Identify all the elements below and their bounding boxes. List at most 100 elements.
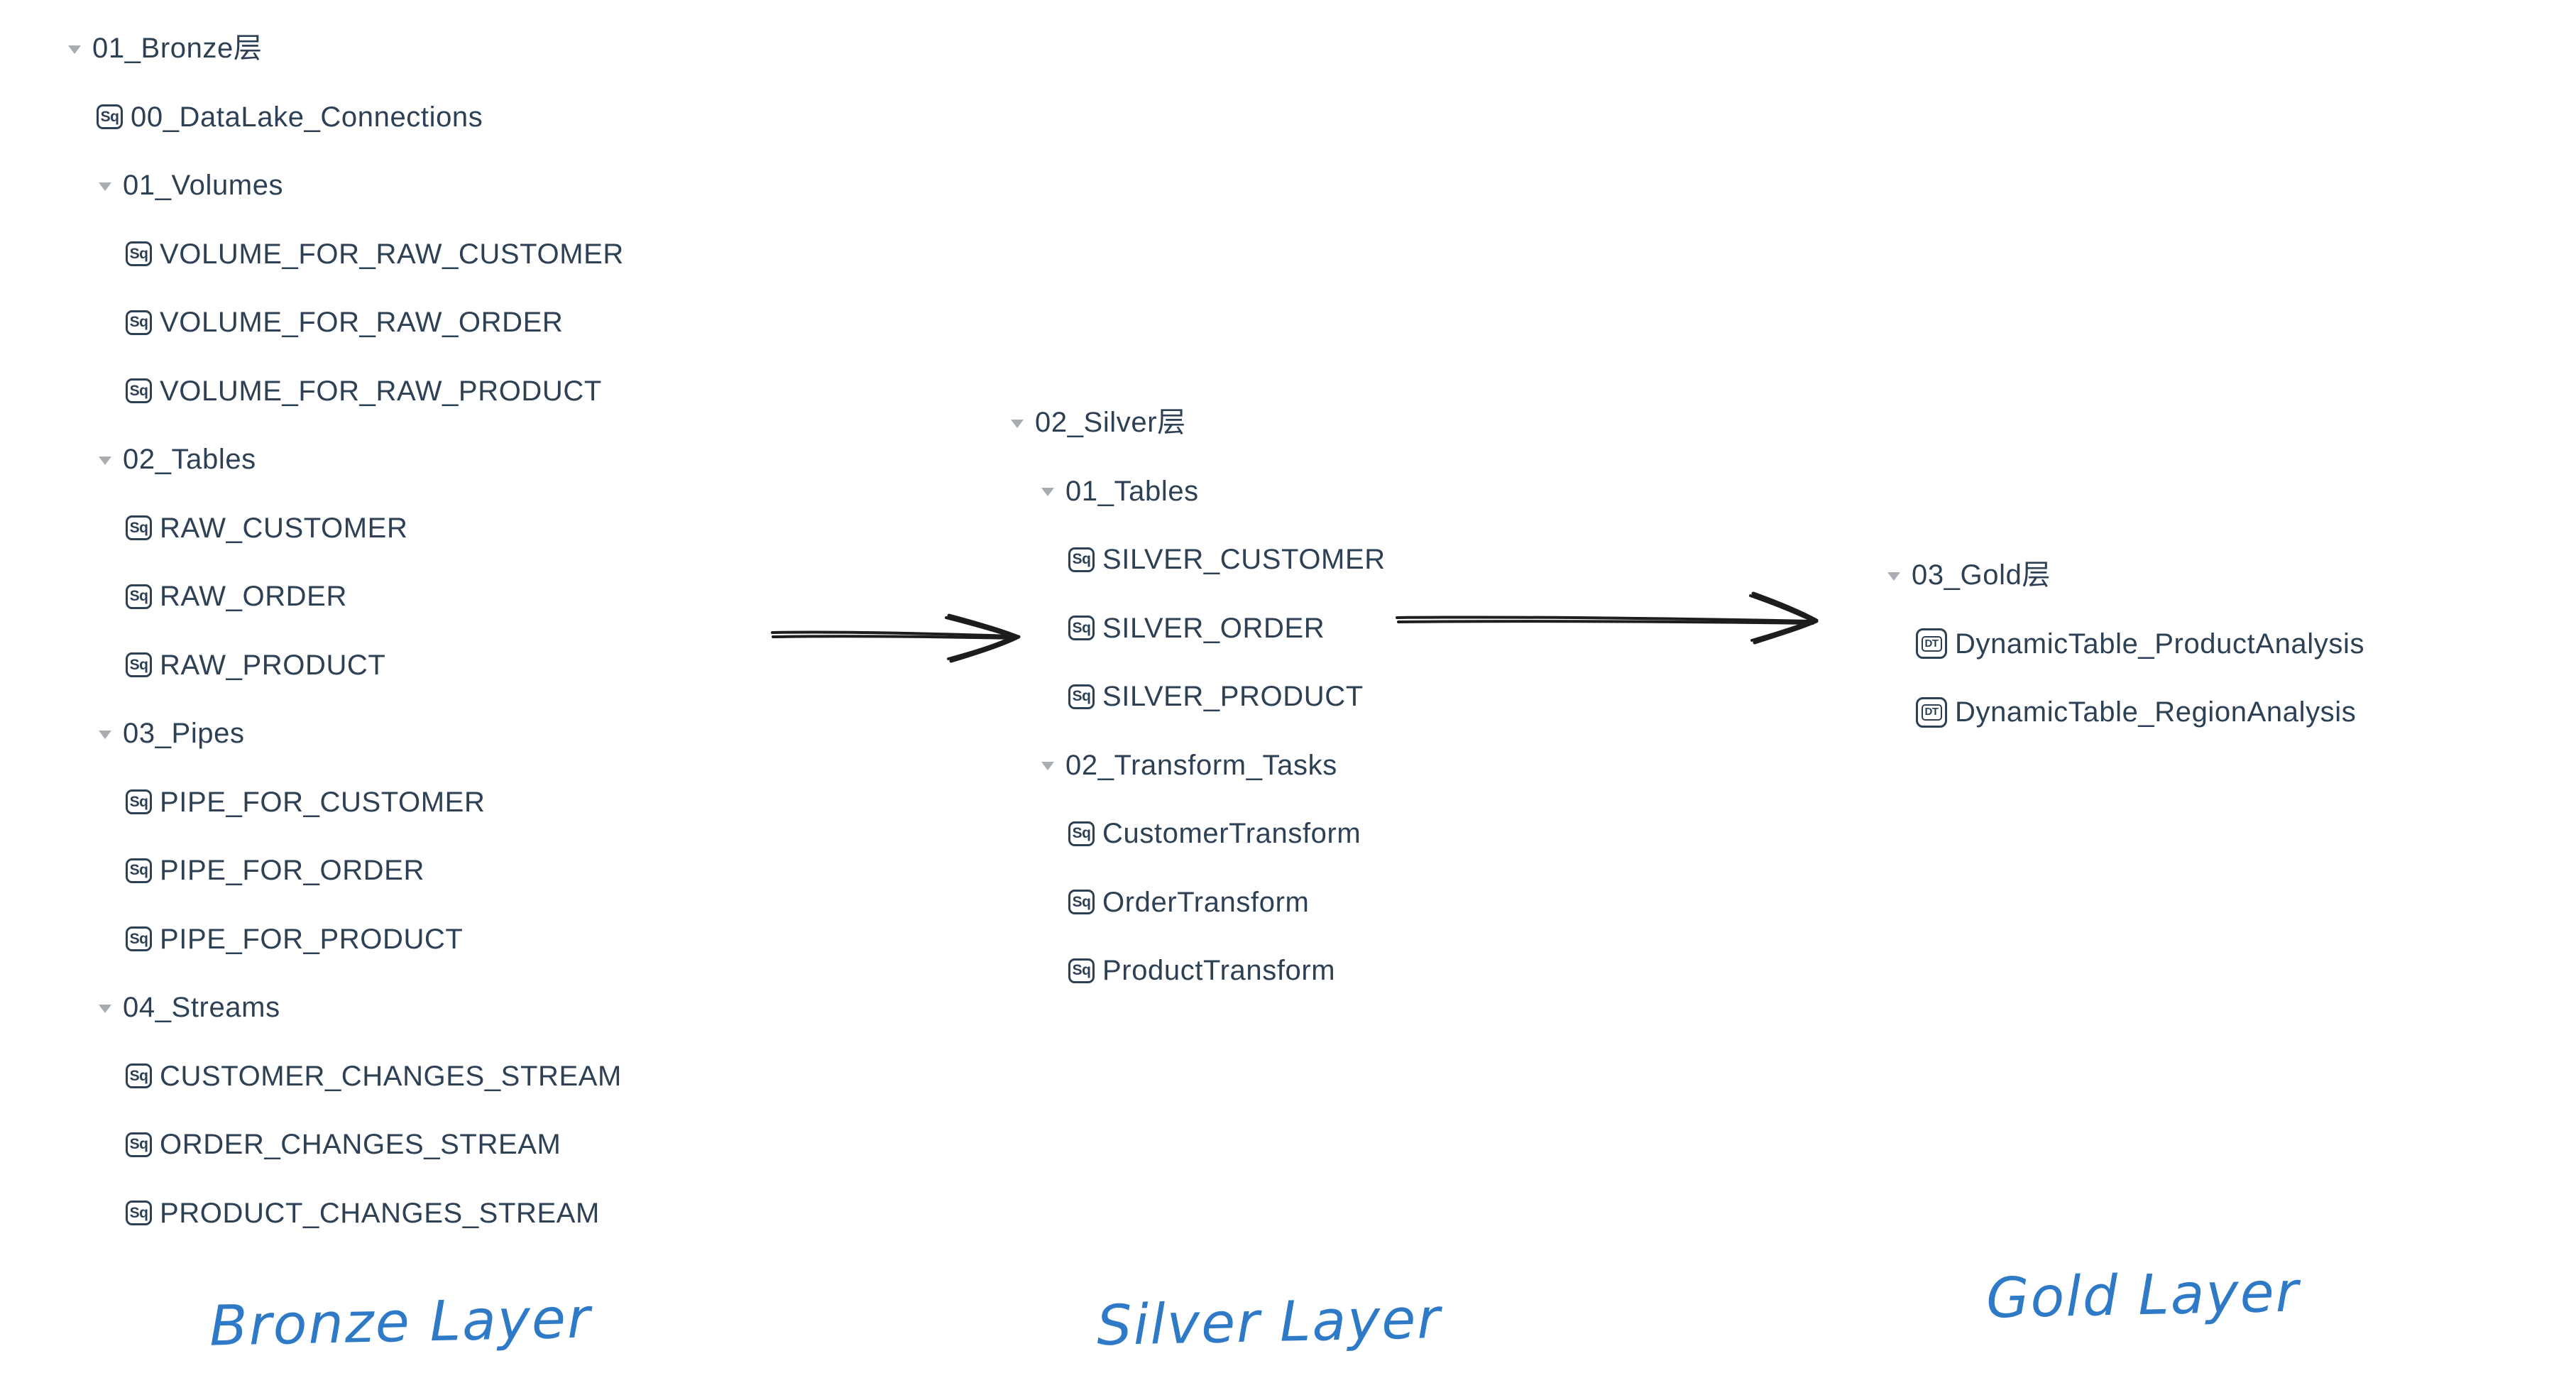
tree-item-row[interactable]: Sq SILVER_PRODUCT [1011,662,1386,731]
dynamic-table-icon: DT [1916,628,1947,660]
tree-item-label: 02_Silver层 [1035,407,1186,439]
tree-item-label: RAW_ORDER [160,581,347,613]
tree-item-label: 02_Transform_Tasks [1065,749,1337,781]
sql-object-icon: Sq [1068,616,1095,641]
tree-item-row[interactable]: Sq VOLUME_FOR_RAW_ORDER [68,288,624,357]
arrow-bronze-to-silver-icon [771,613,1021,663]
tree-item-row[interactable]: Sq 00_DataLake_Connections [68,83,624,152]
tree-item-label: PIPE_FOR_CUSTOMER [160,786,486,818]
tree-item-label: 02_Tables [123,444,256,476]
tree-item-row[interactable]: Sq CUSTOMER_CHANGES_STREAM [68,1042,624,1111]
caret-down-icon[interactable] [1887,572,1900,581]
silver-layer-label: Silver Layer [1096,1286,1442,1359]
tree-item-label: 01_Volumes [123,170,284,202]
tree-folder-row[interactable]: 01_Tables [1011,457,1386,526]
tree-item-label: VOLUME_FOR_RAW_ORDER [160,307,564,339]
tree-item-label: DynamicTable_RegionAnalysis [1955,696,2357,728]
tree-folder-row[interactable]: 01_Volumes [68,151,624,220]
tree-item-row[interactable]: Sq RAW_PRODUCT [68,631,624,700]
sql-object-icon: Sq [126,378,152,404]
tree-item-row[interactable]: Sq PRODUCT_CHANGES_STREAM [68,1179,624,1248]
tree-folder-row[interactable]: 02_Tables [68,425,624,494]
sql-object-icon: Sq [126,789,152,815]
arrow-silver-to-gold-icon [1396,591,1819,645]
sql-object-icon: Sq [126,515,152,541]
tree-folder-row[interactable]: 02_Silver层 [1011,388,1386,457]
tree-item-label: CUSTOMER_CHANGES_STREAM [160,1060,622,1092]
tree-item-label: CustomerTransform [1102,818,1361,850]
tree-item-label: 01_Bronze层 [92,33,263,65]
sql-object-icon: Sq [126,1063,152,1089]
tree-item-label: ORDER_CHANGES_STREAM [160,1129,561,1161]
caret-down-icon[interactable] [1011,419,1024,428]
sql-object-icon: Sq [126,1132,152,1157]
sql-object-icon: Sq [126,241,152,267]
sql-object-icon: Sq [1068,821,1095,846]
tree-folder-row[interactable]: 02_Transform_Tasks [1011,731,1386,800]
caret-down-icon[interactable] [1041,762,1054,771]
gold-layer-label: Gold Layer [1985,1260,2301,1331]
tree-item-label: PRODUCT_CHANGES_STREAM [160,1197,600,1229]
tree-item-label: 04_Streams [123,992,280,1024]
tree-folder-row[interactable]: 01_Bronze层 [68,14,624,83]
sql-object-icon: Sq [1068,547,1095,572]
tree-item-row[interactable]: Sq SILVER_ORDER [1011,594,1386,663]
tree-item-row[interactable]: DT DynamicTable_ProductAnalysis [1887,610,2364,679]
bronze-layer-label: Bronze Layer [209,1286,592,1359]
tree-folder-row[interactable]: 03_Pipes [68,699,624,768]
sql-object-icon: Sq [126,858,152,883]
dynamic-table-icon: DT [1916,696,1947,728]
tree-item-label: DynamicTable_ProductAnalysis [1955,628,2365,660]
sql-object-icon: Sq [1068,684,1095,709]
sql-object-icon: Sq [126,652,152,678]
caret-down-icon[interactable] [99,182,111,191]
tree-item-label: VOLUME_FOR_RAW_CUSTOMER [160,238,624,270]
tree-item-label: ProductTransform [1102,955,1336,987]
tree-item-row[interactable]: Sq OrderTransform [1011,868,1386,937]
tree-item-label: SILVER_ORDER [1102,612,1325,644]
tree-item-label: SILVER_PRODUCT [1102,681,1364,713]
sql-object-icon: Sq [126,926,152,952]
caret-down-icon[interactable] [1041,488,1054,497]
caret-down-icon[interactable] [99,1004,111,1013]
sql-object-icon: Sq [97,104,123,130]
tree-folder-row[interactable]: 04_Streams [68,973,624,1042]
tree-folder-row[interactable]: 03_Gold层 [1887,541,2364,610]
sql-object-icon: Sq [126,310,152,335]
tree-item-label: RAW_PRODUCT [160,649,386,681]
tree-item-row[interactable]: Sq RAW_ORDER [68,562,624,631]
tree-item-row[interactable]: Sq CustomerTransform [1011,799,1386,868]
tree-item-row[interactable]: Sq SILVER_CUSTOMER [1011,525,1386,594]
tree-item-label: SILVER_CUSTOMER [1102,544,1386,576]
tree-item-row[interactable]: Sq ProductTransform [1011,936,1386,1005]
tree-item-row[interactable]: Sq PIPE_FOR_PRODUCT [68,905,624,974]
bronze-tree: 01_Bronze层 Sq 00_DataLake_Connections 01_Vo… [68,14,624,1247]
caret-down-icon[interactable] [99,730,111,739]
caret-down-icon[interactable] [99,456,111,465]
tree-item-label: 03_Gold层 [1912,559,2051,591]
tree-item-row[interactable]: Sq VOLUME_FOR_RAW_CUSTOMER [68,220,624,289]
tree-item-label: PIPE_FOR_ORDER [160,855,424,887]
sql-object-icon: Sq [1068,958,1095,983]
sql-object-icon: Sq [1068,890,1095,915]
sql-object-icon: Sq [126,1201,152,1226]
tree-item-row[interactable]: Sq ORDER_CHANGES_STREAM [68,1110,624,1179]
sql-object-icon: Sq [126,584,152,609]
tree-item-label: 00_DataLake_Connections [131,101,483,133]
tree-item-row[interactable]: Sq PIPE_FOR_ORDER [68,836,624,905]
dynamic-table-icon-glyph: DT [1921,635,1942,652]
tree-item-label: VOLUME_FOR_RAW_PRODUCT [160,375,602,407]
tree-item-row[interactable]: Sq VOLUME_FOR_RAW_PRODUCT [68,357,624,426]
caret-down-icon[interactable] [68,45,81,54]
tree-item-label: OrderTransform [1102,886,1310,918]
tree-item-label: 03_Pipes [123,718,245,750]
tree-item-row[interactable]: DT DynamicTable_RegionAnalysis [1887,678,2364,747]
tree-item-row[interactable]: Sq PIPE_FOR_CUSTOMER [68,768,624,837]
dynamic-table-icon-glyph: DT [1921,704,1942,721]
tree-item-label: 01_Tables [1065,475,1199,507]
tree-item-label: PIPE_FOR_PRODUCT [160,923,464,955]
